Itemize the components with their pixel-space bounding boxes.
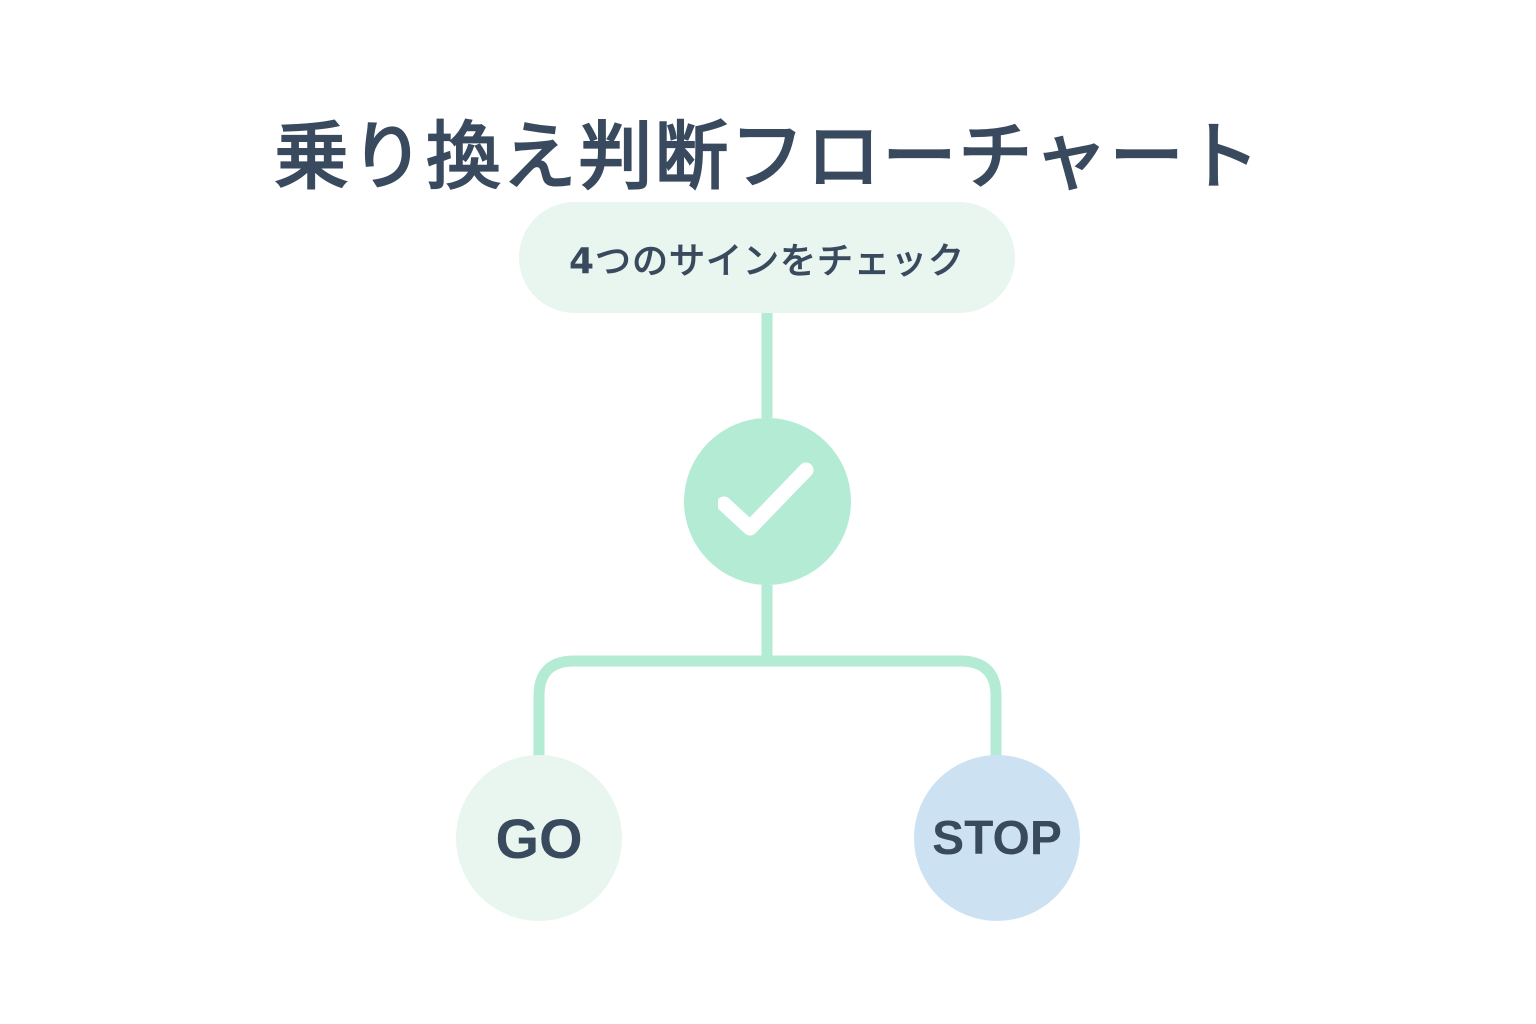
diagram-title: 乗り換え判断フローチャート: [274, 113, 1262, 200]
stop-outcome-node: STOP: [914, 755, 1080, 921]
start-node-pill: 4つのサインをチェック: [519, 202, 1015, 313]
stop-label: STOP: [932, 811, 1062, 865]
go-outcome-node: GO: [456, 755, 622, 921]
decision-check-node: [684, 418, 851, 585]
connector-check-to-outcomes: [533, 585, 1002, 756]
check-icon: [717, 462, 813, 535]
go-label: GO: [495, 806, 583, 870]
start-node-label: 4つのサインをチェック: [568, 240, 966, 282]
